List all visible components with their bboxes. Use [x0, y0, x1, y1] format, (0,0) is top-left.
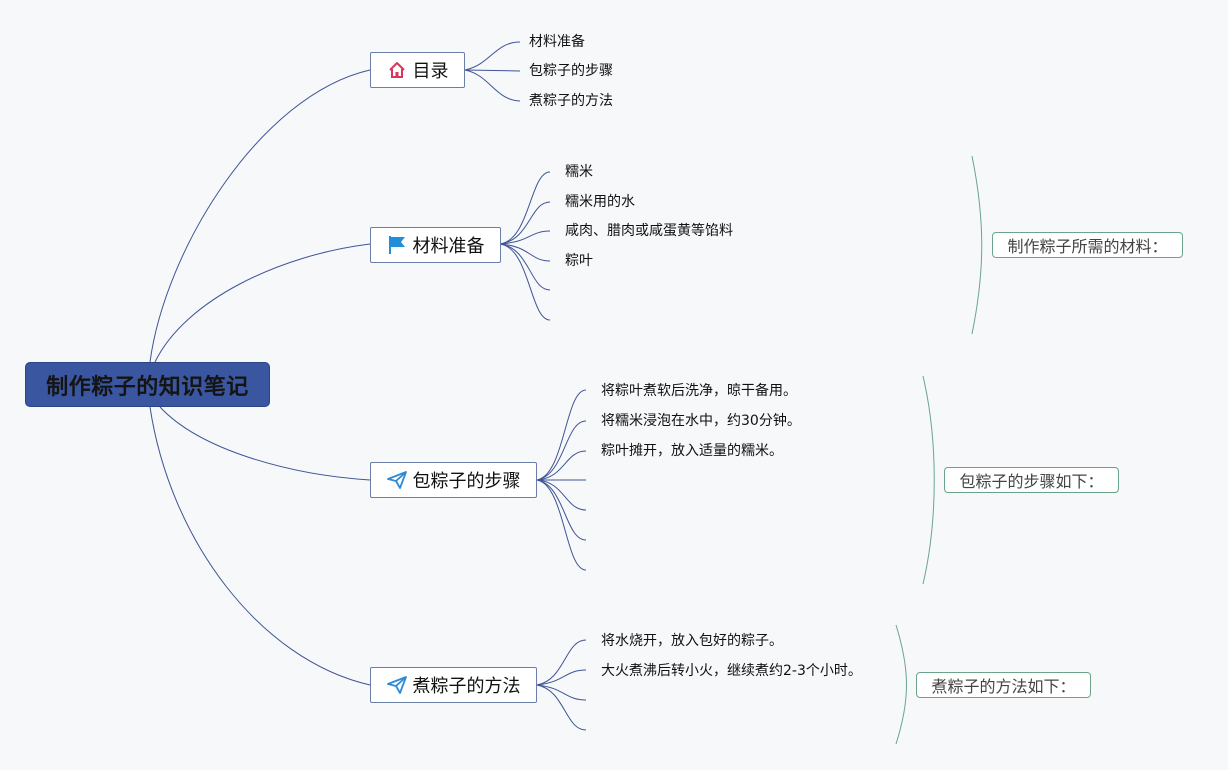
steps-leaf-link-6 — [536, 479, 587, 541]
materials-leaf-link-4 — [499, 243, 551, 262]
catalog-leaf-link-2 — [464, 69, 521, 72]
topic-materials[interactable]: 材料准备 — [370, 227, 501, 263]
cooking-leaf-link-3 — [536, 684, 587, 701]
material-item[interactable]: 咸肉、腊肉或咸蛋黄等馅料 — [565, 223, 733, 239]
cooking-item[interactable]: 大火煮沸后转小火，继续煮约2-3个小时。 — [601, 663, 862, 679]
root-link-cooking — [149, 406, 371, 686]
materials-summary-bracket — [971, 155, 983, 335]
root-topic[interactable]: 制作粽子的知识笔记 — [25, 362, 270, 407]
root-link-steps — [159, 406, 371, 481]
cooking-leaf-link-4 — [536, 684, 587, 731]
topic-cooking-method[interactable]: 煮粽子的方法 — [370, 667, 537, 703]
steps-leaf-link-1 — [536, 389, 587, 481]
step-item[interactable]: 将糯米浸泡在水中，约30分钟。 — [601, 413, 801, 429]
catalog-leaf-link-1 — [464, 41, 521, 71]
home-icon — [387, 60, 407, 80]
paper-plane-icon — [386, 675, 407, 695]
materials-leaf-link-2 — [499, 201, 551, 245]
steps-leaf-link-3 — [536, 450, 587, 481]
catalog-item[interactable]: 包粽子的步骤 — [529, 63, 613, 79]
catalog-item[interactable]: 材料准备 — [529, 34, 585, 50]
paper-plane-icon — [386, 470, 407, 490]
catalog-leaf-link-3 — [464, 69, 521, 102]
materials-leaf-link-5 — [499, 243, 551, 291]
cooking-leaf-link-2 — [536, 669, 587, 686]
material-item[interactable]: 糯米用的水 — [565, 194, 635, 210]
topic-label: 煮粽子的方法 — [412, 676, 521, 697]
steps-summary-bracket — [922, 375, 935, 585]
steps-leaf-link-2 — [536, 420, 587, 481]
topic-label: 目录 — [412, 61, 449, 82]
root-link-catalog — [149, 69, 371, 363]
flag-icon — [387, 235, 407, 255]
step-item[interactable]: 粽叶摊开，放入适量的糯米。 — [601, 443, 783, 459]
steps-leaf-link-5 — [536, 479, 587, 511]
materials-leaf-link-3 — [499, 230, 551, 245]
cooking-summary-bracket — [895, 624, 907, 745]
material-item[interactable]: 粽叶 — [565, 253, 593, 269]
topic-label: 材料准备 — [412, 236, 485, 257]
materials-summary[interactable]: 制作粽子所需的材料： — [992, 232, 1183, 258]
step-item[interactable]: 将粽叶煮软后洗净，晾干备用。 — [601, 383, 797, 399]
material-item[interactable]: 糯米 — [565, 164, 593, 180]
cooking-leaf-link-1 — [536, 639, 587, 686]
materials-leaf-link-1 — [499, 171, 551, 245]
materials-leaf-link-6 — [499, 243, 551, 321]
topic-catalog[interactable]: 目录 — [370, 52, 465, 88]
catalog-item[interactable]: 煮粽子的方法 — [529, 93, 613, 109]
root-link-materials — [154, 243, 371, 363]
cooking-summary[interactable]: 煮粽子的方法如下： — [916, 672, 1091, 698]
steps-summary[interactable]: 包粽子的步骤如下： — [944, 467, 1119, 493]
topic-wrapping-steps[interactable]: 包粽子的步骤 — [370, 462, 537, 498]
topic-label: 包粽子的步骤 — [412, 471, 521, 492]
steps-leaf-link-7 — [536, 479, 587, 571]
cooking-item[interactable]: 将水烧开，放入包好的粽子。 — [601, 633, 783, 649]
